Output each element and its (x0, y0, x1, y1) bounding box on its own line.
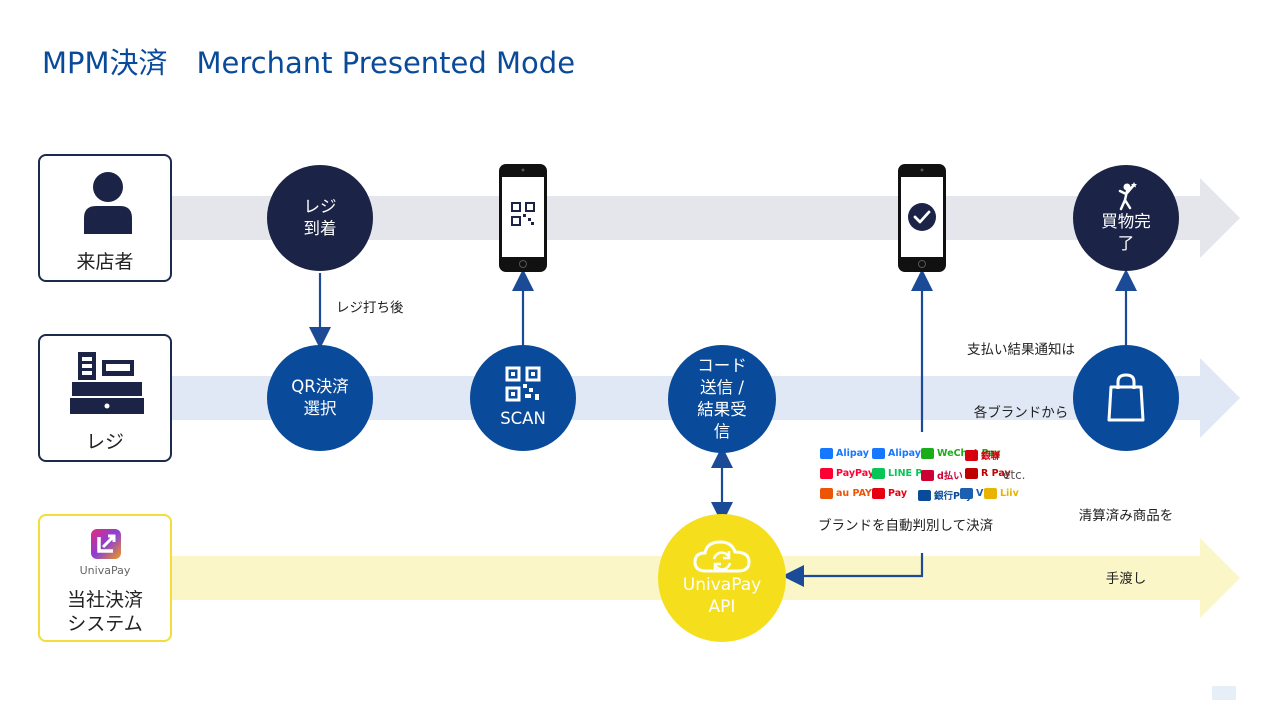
brand-logo-paypay: PayPay (820, 468, 874, 479)
step-code-send: コード 送信 / 結果受 信 (668, 345, 776, 453)
brand-name: d払い (937, 471, 963, 482)
smartphone-check-icon (898, 164, 946, 272)
step-done-line-1: 買物完 (1101, 212, 1151, 231)
step-code-line-3: 結果受 (697, 400, 747, 419)
step-code-line-2: 送信 / (700, 378, 744, 397)
brand-mark-icon (921, 469, 934, 481)
brand-mark-icon (984, 488, 997, 499)
brand-name: 銀聯 (981, 451, 1001, 462)
brand-name: Liiv (1000, 488, 1019, 499)
smartphone-qr-icon (499, 164, 547, 272)
step-arrive-register: レジ 到着 (267, 165, 373, 271)
note-after-register: レジ打ち後 (336, 300, 404, 316)
step-qr-select: QR決済 選択 (267, 345, 373, 451)
step-code-line-1: コード (697, 356, 747, 375)
person-icon (84, 172, 132, 234)
brand-name: 銀行Pay (934, 491, 973, 502)
note-notify-line-2: 各ブランドから (973, 405, 1069, 421)
note-notify: 支払い結果通知は 各ブランドから (946, 298, 1096, 445)
step-api-line-2: API (708, 597, 736, 617)
brand-mark-icon (872, 468, 885, 479)
page-number-badge (1212, 686, 1236, 700)
qr-code-icon (505, 366, 541, 402)
brand-name: Alipay (836, 448, 869, 459)
brand-mark-icon (820, 468, 833, 479)
brand-logo--: 銀聯 (965, 448, 1000, 462)
arrow-api-to-phone (782, 553, 924, 587)
lane-band-customer (172, 178, 1240, 258)
celebrating-person-icon (1118, 182, 1137, 211)
brand-name: PayPay (836, 468, 875, 479)
cloud-sync-icon (693, 540, 751, 573)
lane-register-label: レジ (85, 431, 124, 453)
step-done-line-2: 了 (1117, 234, 1135, 253)
brand-mark-icon (921, 448, 934, 459)
step-purchase-complete: 買物完 了 (1073, 165, 1179, 271)
brand-mark-icon (965, 468, 978, 479)
note-handover: 清算済み商品を 手渡し (1056, 464, 1196, 611)
brand-name: LINE Pay (888, 468, 935, 479)
brand-name: Pay (888, 488, 908, 499)
brand-logo--pay: 銀行Pay (918, 488, 972, 502)
lane-customer: 来店者 (38, 154, 172, 282)
brand-mark-icon (872, 488, 885, 499)
brand-logo-au-pay: au PAY (820, 488, 872, 499)
lane-system: UnivaPay 当社決済 システム (38, 514, 172, 642)
lane-system-label-1: 当社決済 (66, 589, 143, 611)
lane-customer-label: 来店者 (76, 251, 134, 273)
step-arrive-line-1: レジ (303, 197, 337, 216)
lane-register: レジ (38, 334, 172, 462)
brand-mark-icon (872, 448, 885, 459)
brand-mark-icon (965, 449, 978, 461)
brand-name: Alipay+ (888, 448, 929, 459)
brand-name: au PAY (836, 488, 872, 499)
note-handover-line-2: 手渡し (1105, 571, 1147, 587)
brand-logo-r-pay: R Pay (965, 468, 1011, 479)
brand-logo-alipay: Alipay (820, 448, 869, 459)
page-title: MPM決済 Merchant Presented Mode (42, 46, 576, 80)
note-handover-line-1: 清算済み商品を (1078, 508, 1174, 524)
brand-name: etc. (1003, 468, 1026, 482)
step-handover (1073, 345, 1179, 451)
brand-logo-alipay-: Alipay+ (872, 448, 929, 459)
lane-system-label-2: システム (67, 613, 143, 635)
brand-name: R Pay (981, 468, 1011, 479)
step-arrive-line-2: 到着 (303, 219, 337, 238)
brand-logo-line-pay: LINE Pay (872, 468, 934, 479)
note-auto-detect: ブランドを自動判別して決済 (818, 518, 994, 534)
step-univapay-api: UnivaPay API (658, 514, 786, 642)
step-scan: SCAN (470, 345, 576, 451)
brand-logo-pay: Pay (872, 488, 907, 499)
brand-mark-icon (820, 448, 833, 459)
step-api-line-1: UnivaPay (682, 575, 762, 595)
brand-logo-liiv: Liiv (984, 488, 1019, 499)
step-qr-line-2: 選択 (303, 399, 337, 418)
brand-mark-icon (960, 488, 973, 499)
brand-logo-etc-: etc. (1003, 468, 1026, 482)
cash-register-icon (70, 352, 144, 414)
brand-mark-icon (918, 489, 931, 501)
univapay-logo-icon (91, 529, 121, 559)
univapay-brand-text: UnivaPay (79, 564, 131, 577)
brand-mark-icon (820, 488, 833, 499)
shopping-bag-icon (1107, 373, 1145, 422)
step-scan-label: SCAN (500, 409, 546, 428)
note-notify-line-1: 支払い結果通知は (967, 342, 1075, 358)
step-qr-line-1: QR決済 (291, 377, 349, 396)
step-code-line-4: 信 (713, 422, 731, 441)
brand-logo-d-: d払い (921, 468, 963, 482)
